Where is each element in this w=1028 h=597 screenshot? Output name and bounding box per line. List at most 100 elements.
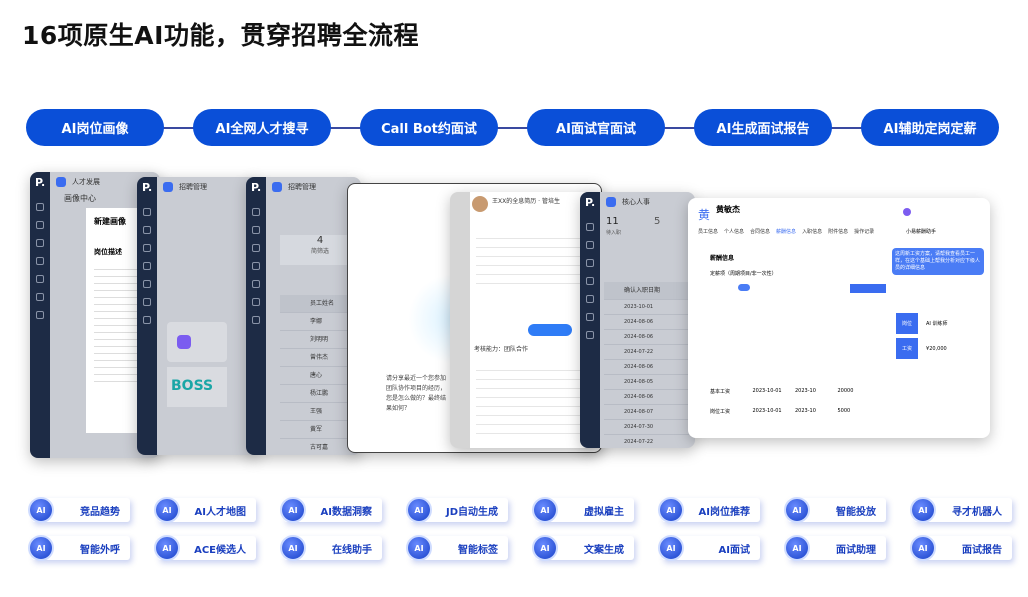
table-row[interactable]: 曾伟杰 bbox=[280, 349, 360, 367]
feature-label: 在线助手 bbox=[332, 544, 372, 556]
module-name: 招聘管理 bbox=[288, 183, 316, 191]
table-row[interactable]: 2023-10-01 bbox=[604, 300, 694, 315]
cell: 岗位工资 bbox=[710, 409, 731, 415]
interview-question: 请分享最近一个您参加团队协作项目的经历，您是怎么做的？最终结果如何？ bbox=[386, 375, 447, 412]
screen-resume: 王XX的全息简历 · 管培生 考核能力：团队合作 bbox=[450, 192, 600, 448]
feature-label: 智能外呼 bbox=[80, 544, 120, 556]
tab[interactable]: 操作记录 bbox=[854, 229, 875, 235]
ai-badge-icon: AI bbox=[28, 497, 54, 523]
card-label: 岗位 bbox=[896, 313, 919, 334]
feature-label: ACE候选人 bbox=[194, 544, 246, 556]
feature-pill[interactable]: AI 竞品趋势 bbox=[28, 497, 130, 523]
ai-badge-icon: AI bbox=[532, 497, 558, 523]
pipeline-connector bbox=[150, 127, 880, 129]
feature-label: AI面试 bbox=[718, 544, 750, 556]
feature-pill[interactable]: AI 智能投放 bbox=[784, 497, 886, 523]
table-row[interactable]: 2024-08-07 bbox=[604, 405, 694, 420]
feature-label: 虚拟雇主 bbox=[584, 506, 624, 518]
cell: 2023-10 bbox=[795, 408, 816, 414]
table-row[interactable]: 刘明明 bbox=[280, 331, 360, 349]
pipeline-step[interactable]: Call Bot约面试 bbox=[360, 109, 498, 146]
pipeline-step[interactable]: AI生成面试报告 bbox=[694, 109, 832, 146]
logo: P. bbox=[35, 176, 46, 189]
assistant-name: 小易薪酬助手 bbox=[906, 229, 937, 235]
pipeline-step[interactable]: AI全网人才搜寻 bbox=[193, 109, 331, 146]
subsection-title: 定薪项（周期项目/非一次性） bbox=[710, 271, 777, 277]
pipeline-step[interactable]: AI辅助定岗定薪 bbox=[861, 109, 999, 146]
tab[interactable]: 个人信息 bbox=[724, 229, 745, 235]
cell: 2023-10 bbox=[795, 388, 816, 394]
feature-label: AI数据洞察 bbox=[320, 506, 372, 518]
feature-pill[interactable]: AI AI面试 bbox=[658, 535, 760, 561]
ai-badge-icon: AI bbox=[658, 497, 684, 523]
module-name: 招聘管理 bbox=[179, 183, 207, 191]
card-label: 工资 bbox=[896, 338, 919, 359]
table-row[interactable]: 2024-08-06 bbox=[604, 315, 694, 330]
table-row[interactable]: 2024-07-30 bbox=[604, 420, 694, 435]
count-pending: 11 bbox=[606, 216, 619, 227]
cell: 2023-10-01 bbox=[752, 388, 782, 394]
table-row[interactable]: 黄军 bbox=[280, 421, 360, 439]
ai-badge-icon: AI bbox=[154, 497, 180, 523]
partner-logo: BOSS bbox=[167, 367, 227, 407]
tab[interactable]: 薪酬信息 bbox=[776, 229, 797, 235]
ai-badge-icon: AI bbox=[910, 497, 936, 523]
table-row[interactable]: 唐心 bbox=[280, 367, 360, 385]
table-row[interactable]: 2024-07-22 bbox=[604, 435, 694, 448]
feature-pill[interactable]: AI 智能外呼 bbox=[28, 535, 130, 561]
assistant-bubble: 这周新工资方案，请帮我查看员工一样，在这个基础上帮我分析对应下级人员的详细信息 bbox=[892, 248, 984, 275]
candidate-title: 王XX的全息简历 · 管培生 bbox=[492, 198, 560, 205]
section-title: 岗位描述 bbox=[94, 248, 122, 256]
table-row[interactable]: 2024-08-06 bbox=[604, 330, 694, 345]
pipeline-step[interactable]: AI面试官面试 bbox=[527, 109, 665, 146]
table-row[interactable]: 2024-07-22 bbox=[604, 345, 694, 360]
table-row[interactable]: 2024-08-06 bbox=[604, 390, 694, 405]
logo: P. bbox=[585, 196, 596, 209]
employee-name: 黄敏杰 bbox=[716, 205, 740, 214]
feature-pill[interactable]: AI 寻才机器人 bbox=[910, 497, 1012, 523]
card-value: ¥20,000 bbox=[926, 345, 947, 352]
ai-badge-icon: AI bbox=[784, 497, 810, 523]
ai-badge-icon: AI bbox=[28, 535, 54, 561]
column-header: 员工姓名 bbox=[280, 295, 360, 313]
ai-badge-icon: AI bbox=[532, 535, 558, 561]
tab[interactable]: 入职信息 bbox=[802, 229, 823, 235]
ai-badge-icon: AI bbox=[658, 535, 684, 561]
feature-label: 寻才机器人 bbox=[952, 506, 1002, 518]
table-row[interactable]: 王强 bbox=[280, 403, 360, 421]
feature-label: AI岗位推荐 bbox=[698, 506, 750, 518]
tab[interactable]: 员工信息 bbox=[698, 229, 719, 235]
table-row[interactable]: 2024-08-06 bbox=[604, 360, 694, 375]
group-header: 确认入职日期 bbox=[604, 282, 694, 300]
screen-candidate-list: P. 招聘管理 4 简筛选 员工姓名 李娜刘明明曾伟杰唐心杨江鹏王强黄军古可嘉 bbox=[246, 177, 361, 455]
screen-salary: 黄 黄敏杰 员工信息个人信息合同信息薪酬信息入职信息附件信息操作记录 薪酬信息 … bbox=[688, 198, 990, 438]
feature-pill[interactable]: AI 虚拟雇主 bbox=[532, 497, 634, 523]
feature-label: 文案生成 bbox=[584, 544, 624, 556]
tab[interactable]: 附件信息 bbox=[828, 229, 849, 235]
pipeline-step[interactable]: AI岗位画像 bbox=[26, 109, 164, 146]
table-row[interactable]: 杨江鹏 bbox=[280, 385, 360, 403]
table-row[interactable]: 2024-08-05 bbox=[604, 375, 694, 390]
feature-pill[interactable]: AI AI岗位推荐 bbox=[658, 497, 760, 523]
cell: 基本工资 bbox=[710, 389, 731, 395]
feature-pill[interactable]: AI 文案生成 bbox=[532, 535, 634, 561]
tab[interactable]: 合同信息 bbox=[750, 229, 771, 235]
table-row[interactable]: 古可嘉 bbox=[280, 439, 360, 455]
feature-label: 竞品趋势 bbox=[80, 506, 120, 518]
table-row[interactable]: 李娜 bbox=[280, 313, 360, 331]
cell: 2023-10-01 bbox=[752, 408, 782, 414]
feature-label: 智能投放 bbox=[836, 506, 876, 518]
feature-label: JD自动生成 bbox=[445, 506, 498, 518]
section-title: 薪酬信息 bbox=[710, 255, 735, 262]
